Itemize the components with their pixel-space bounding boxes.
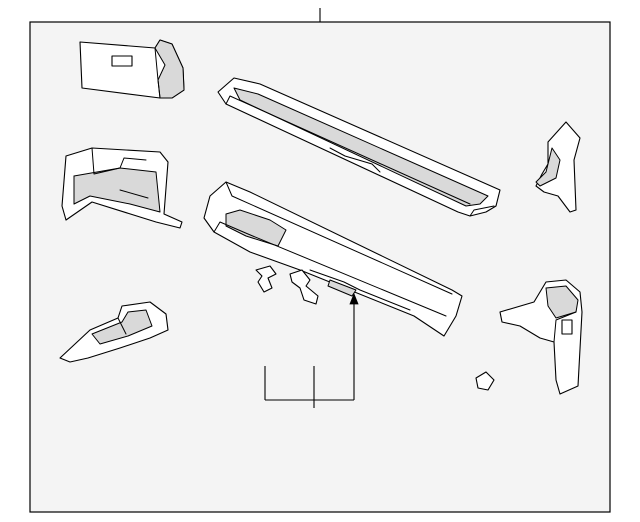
left-side-member [61,147,183,229]
small-clip-b [289,269,319,305]
small-clip-a [255,265,277,293]
lower-left-floor-bracket [59,301,169,363]
callout-leaders [264,292,359,408]
top-crossmember [217,77,501,217]
right-lower-bracket [499,279,583,395]
small-nut-plate [475,371,495,391]
center-crossmember [203,181,463,337]
arrowhead-icon [349,292,359,305]
right-upper-bracket [535,121,581,213]
upper-left-bracket [79,39,185,99]
